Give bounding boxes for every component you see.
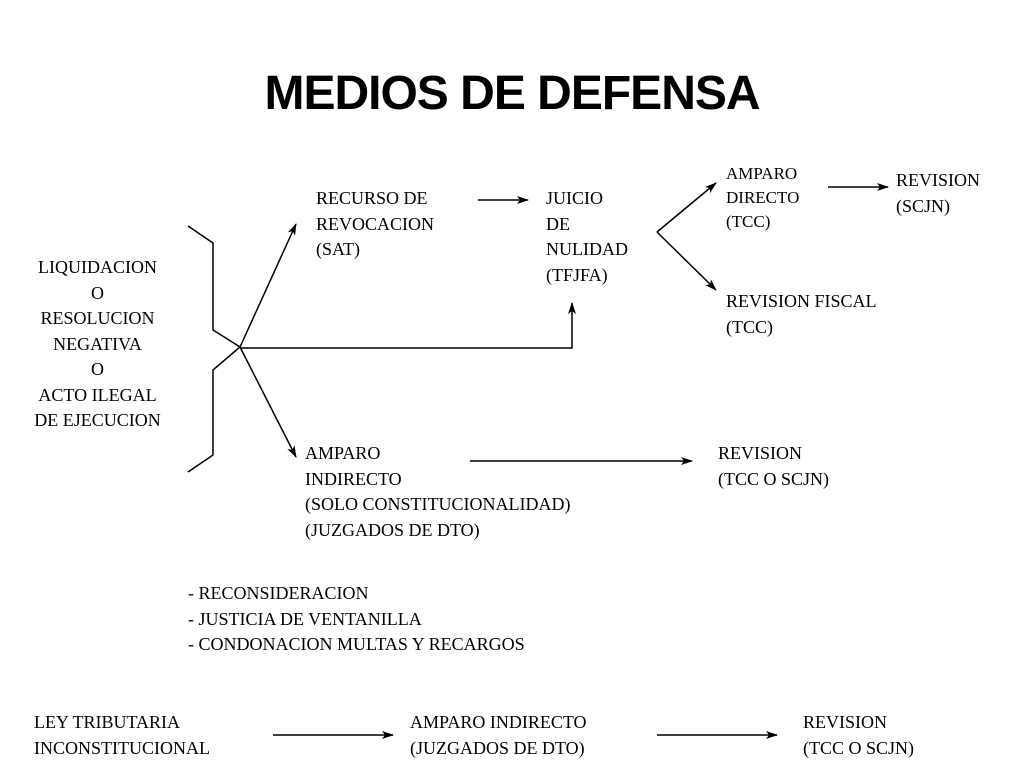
list-item: - RECONSIDERACION xyxy=(188,583,369,603)
node-revision-tcc-scjn: REVISION(TCC O SCJN) xyxy=(718,443,830,489)
arrow-to-recurso xyxy=(239,223,297,348)
node-ley-amparo-indirecto: AMPARO INDIRECTO(JUZGADOS DE DTO) xyxy=(410,712,587,758)
bracket xyxy=(187,225,242,473)
node-revision-scjn: REVISION(SCJN) xyxy=(896,170,980,216)
node-revision-fiscal: REVISION FISCAL(TCC) xyxy=(726,291,877,337)
arrow-juicio-amparo-directo xyxy=(656,182,717,233)
page-title: MEDIOS DE DEFENSA xyxy=(264,67,760,120)
list-item: - JUSTICIA DE VENTANILLA xyxy=(188,608,422,629)
arrow-to-amparo-indirecto xyxy=(239,346,297,458)
list-item: - CONDONACION MULTAS Y RECARGOS xyxy=(188,634,525,654)
connector-to-juicio xyxy=(240,302,576,349)
otros-medios-list: - RECONSIDERACION - JUSTICIA DE VENTANILL… xyxy=(188,581,525,658)
arrow-juicio-revision-fiscal xyxy=(656,231,717,291)
node-ley-revision: REVISION(TCC O SCJN) xyxy=(803,712,915,758)
